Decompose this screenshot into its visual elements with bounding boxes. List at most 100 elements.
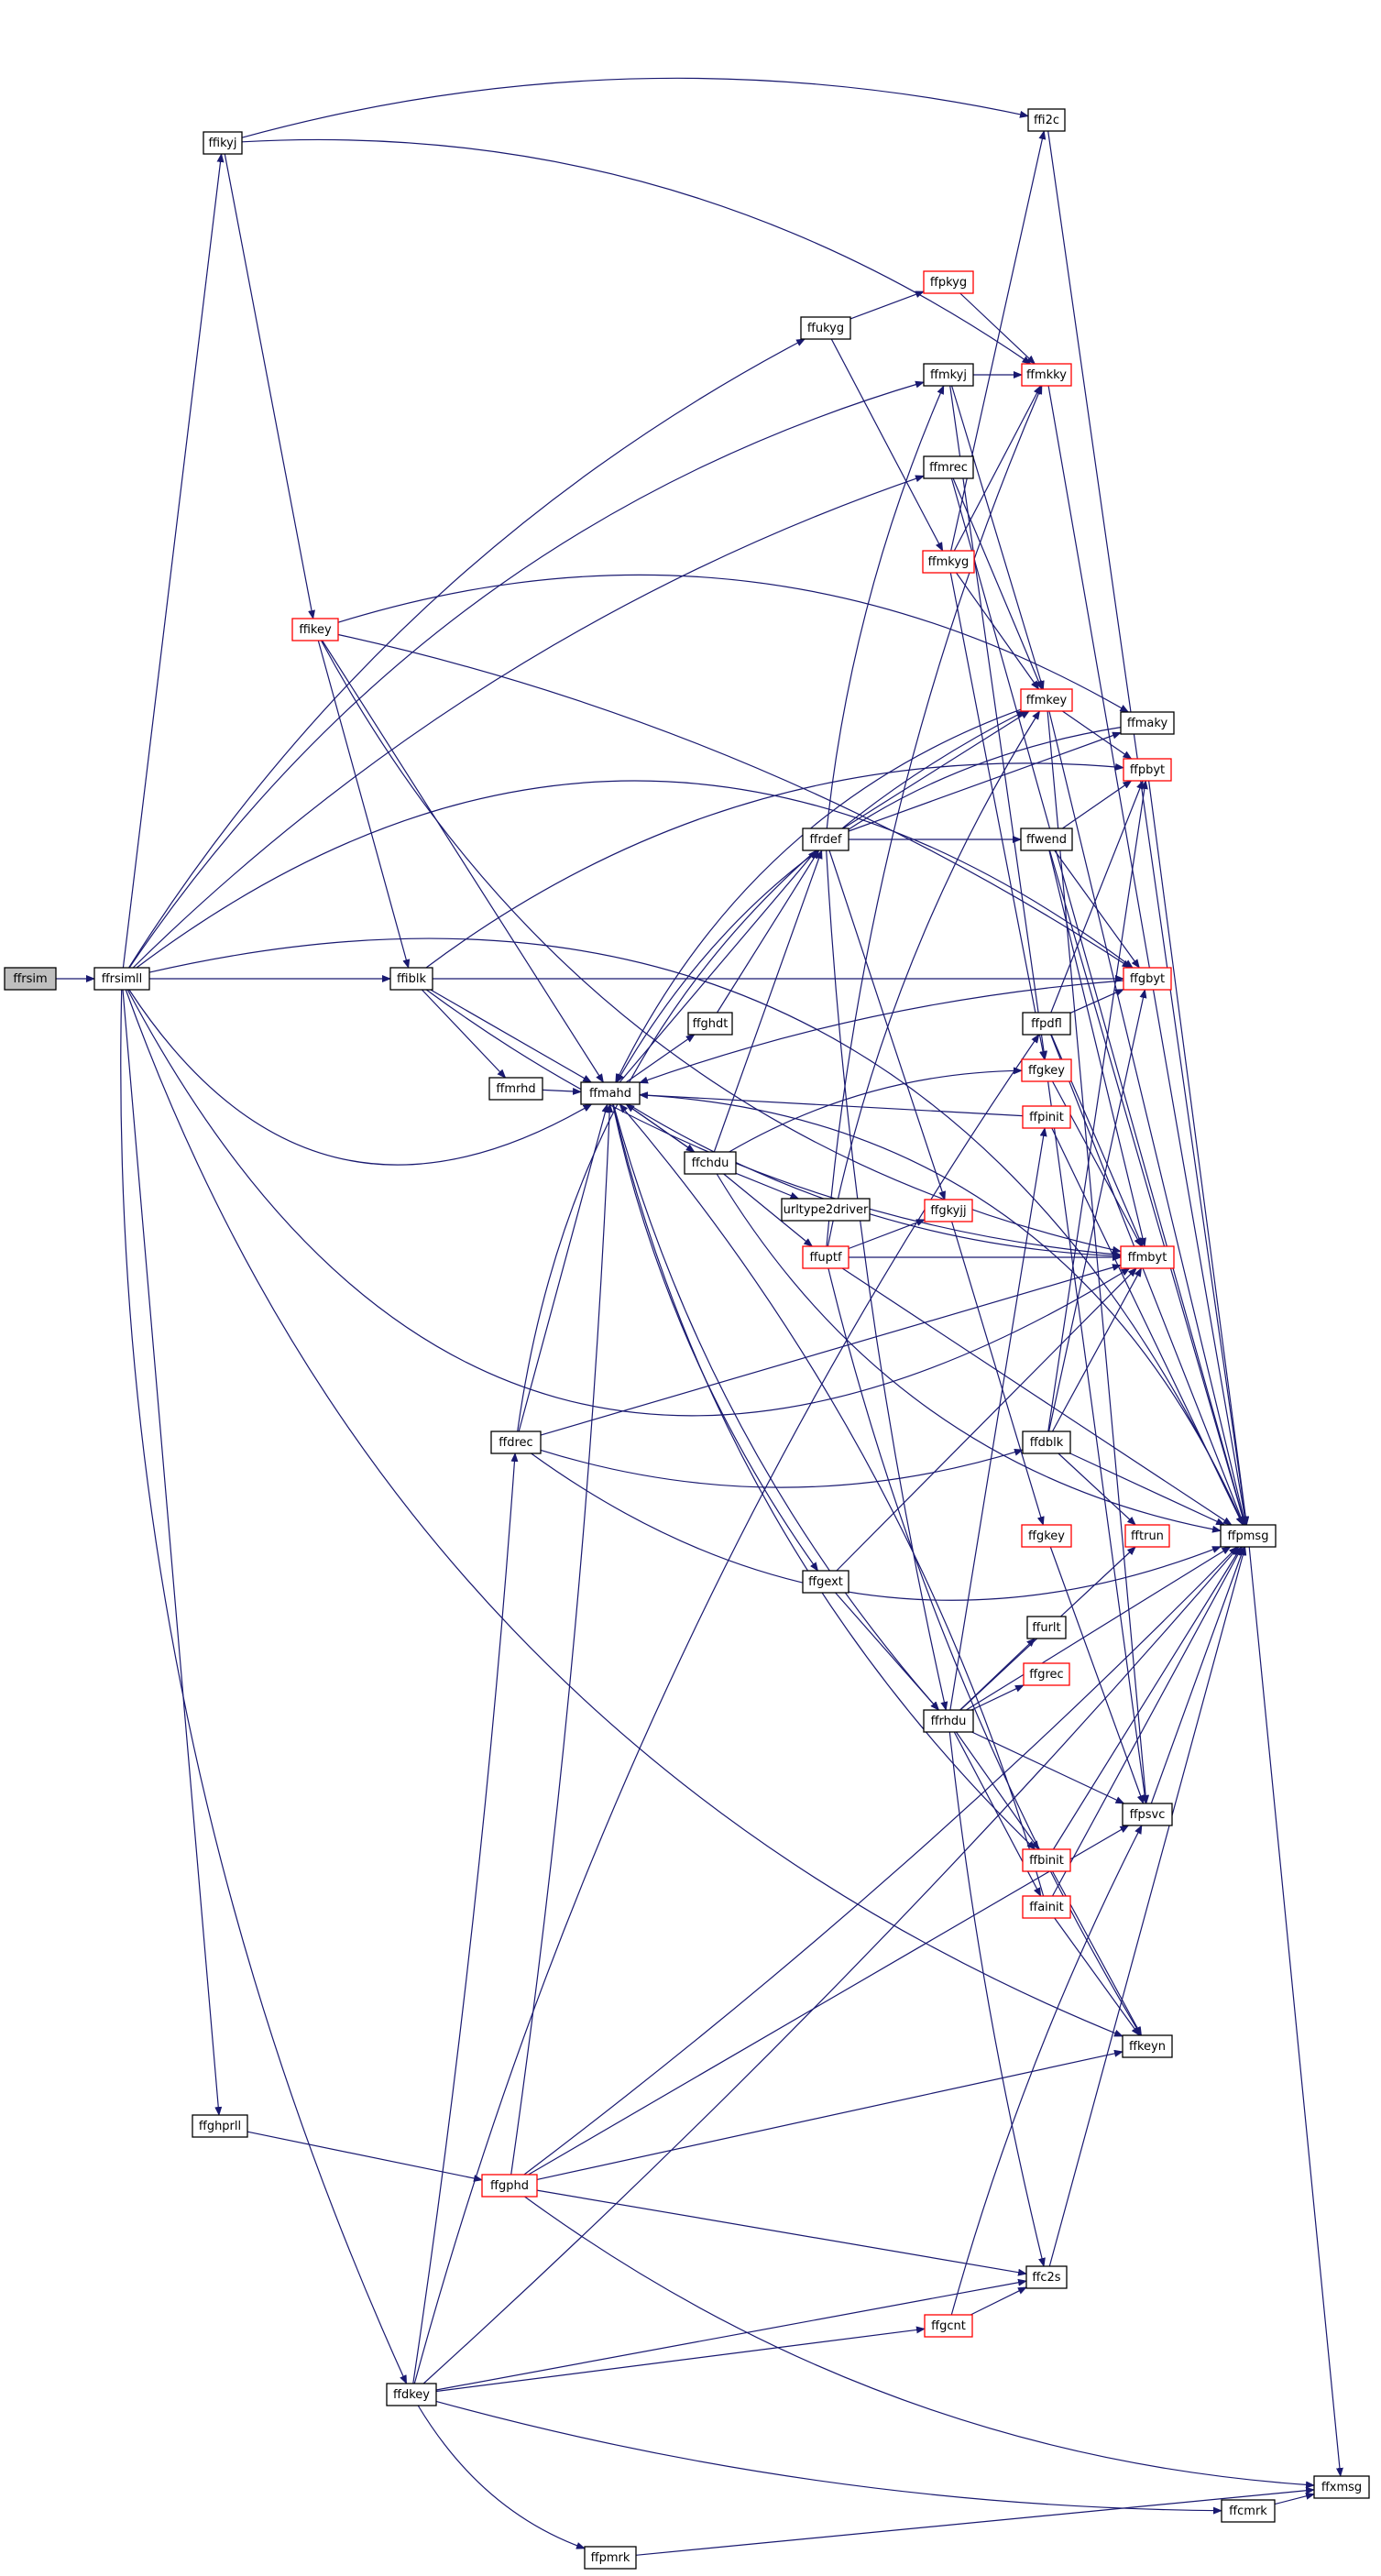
edge-ffrsimll-to-ffmkyj — [128, 380, 925, 969]
edge-ffdblk-to-ffpbyt — [1047, 780, 1148, 1432]
node-ffgrec[interactable]: ffgrec — [1023, 1662, 1070, 1686]
node-ffchdu[interactable]: ffchdu — [684, 1151, 737, 1175]
node-ffdkey[interactable]: ffdkey — [386, 2383, 437, 2406]
node-ffmbyt[interactable]: ffmbyt — [1120, 1245, 1175, 1269]
node-ffdrec[interactable]: ffdrec — [490, 1431, 542, 1454]
edge-ffrdef-to-ffgkyjj — [828, 850, 946, 1200]
node-ffikey[interactable]: ffikey — [291, 618, 339, 641]
node-label: ffgcnt — [931, 2319, 966, 2333]
edge-ffpmsg-to-ffxmsg — [1248, 1546, 1343, 2477]
node-ffgcnt[interactable]: ffgcnt — [924, 2314, 973, 2338]
node-ffgphd[interactable]: ffgphd — [481, 2174, 538, 2198]
edge-ffrsimll-to-ffikyj — [122, 153, 225, 969]
node-box — [922, 550, 975, 574]
node-ffainit[interactable]: ffainit — [1022, 1895, 1071, 1919]
node-ffwend[interactable]: ffwend — [1020, 828, 1073, 851]
node-ffgkey-a[interactable]: ffgkey — [1021, 1058, 1072, 1082]
edge-ffrdef-to-ffmkyj — [826, 385, 945, 829]
node-ffikyj[interactable]: ffikyj — [203, 131, 243, 155]
node-ffxmsg[interactable]: ffxmsg — [1313, 2475, 1370, 2499]
node-box — [1020, 828, 1073, 851]
edge-ffgphd-to-ffc2s — [536, 2189, 1027, 2276]
node-ffpsvc[interactable]: ffpsvc — [1122, 1803, 1173, 1826]
node-box — [1022, 1012, 1071, 1036]
node-ffukyg[interactable]: ffukyg — [800, 316, 851, 340]
edge-ffgext-to-ffmbyt — [836, 1267, 1137, 1572]
edge-ffrsimll-to-ffgbyt — [136, 780, 1134, 969]
edge-ffgkey_a-to-ffmbyt — [1051, 1080, 1143, 1247]
node-urltype2driver[interactable]: urltype2driver — [781, 1198, 871, 1222]
edge-ffmkey-to-ffpsvc — [1047, 710, 1150, 1804]
edge-ffchdu-to-ffgkey_a — [729, 1067, 1023, 1153]
edge-ffrsimll-to-ffmrec — [132, 475, 925, 969]
node-ffgkey-b[interactable]: ffgkey — [1021, 1524, 1072, 1548]
node-ffmahd[interactable]: ffmahd — [580, 1081, 641, 1105]
node-ffmkky[interactable]: ffmkky — [1021, 363, 1072, 387]
node-ffkeyn[interactable]: ffkeyn — [1122, 2034, 1173, 2058]
edge-ffmahd-to-ffpmsg — [639, 1094, 1244, 1526]
edge-ffikyj-to-ffi2c — [241, 77, 1029, 138]
node-box — [488, 1077, 543, 1101]
node-ffmrec[interactable]: ffmrec — [923, 455, 974, 479]
node-box — [389, 967, 433, 991]
node-fftrun[interactable]: fftrun — [1124, 1524, 1170, 1548]
node-label: ffxmsg — [1321, 2481, 1362, 2494]
node-ffpmrk[interactable]: ffpmrk — [584, 2546, 637, 2570]
node-label: ffmbyt — [1128, 1251, 1167, 1265]
node-ffrsim[interactable]: ffrsim — [4, 967, 57, 991]
node-ffpmsg[interactable]: ffpmsg — [1220, 1524, 1277, 1548]
node-ffpbyt[interactable]: ffpbyt — [1123, 758, 1172, 782]
node-ffuptf[interactable]: ffuptf — [802, 1245, 849, 1269]
edge-ffmahd-to-ffrhdu — [612, 1103, 940, 1711]
node-ffdblk[interactable]: ffdblk — [1022, 1431, 1071, 1454]
node-ffgkyjj[interactable]: ffgkyjj — [924, 1199, 973, 1222]
edge-ffikyj-to-ffmkky — [241, 138, 1032, 365]
edge-ffrdef-to-ffmaky — [848, 731, 1122, 832]
node-ffpinit[interactable]: ffpinit — [1022, 1105, 1071, 1129]
edge-ffchdu-to-ffpmsg — [716, 1173, 1222, 1533]
node-ffrsimll[interactable]: ffrsimll — [93, 967, 150, 991]
node-ffiblk[interactable]: ffiblk — [389, 967, 433, 991]
node-box — [1026, 1616, 1067, 1639]
edge-ffwend-to-ffmbyt — [1048, 850, 1146, 1247]
edge-ffchdu-to-urltype2driver — [735, 1172, 800, 1200]
edge-ffpbyt-to-ffpmsg — [1148, 780, 1250, 1526]
node-ffmkyg[interactable]: ffmkyg — [922, 550, 975, 574]
node-ffurlt[interactable]: ffurlt — [1026, 1616, 1067, 1639]
node-ffrdef[interactable]: ffrdef — [802, 828, 849, 851]
node-ffghdt[interactable]: ffghdt — [687, 1012, 733, 1036]
edge-ffmkey-to-ffpmsg — [1048, 710, 1247, 1526]
edge-ffpdfl-to-ffpbyt — [1050, 780, 1144, 1014]
node-box — [924, 1199, 973, 1222]
node-ffmkey[interactable]: ffmkey — [1020, 688, 1073, 712]
node-label: ffgphd — [490, 2179, 529, 2193]
node-ffrhdu[interactable]: ffrhdu — [923, 1709, 974, 1733]
node-ffcmrk[interactable]: ffcmrk — [1221, 2499, 1276, 2523]
node-ffmkyj[interactable]: ffmkyj — [923, 363, 974, 387]
node-box — [1120, 1245, 1175, 1269]
node-ffmrhd[interactable]: ffmrhd — [488, 1077, 543, 1101]
node-ffpkyg[interactable]: ffpkyg — [923, 270, 974, 294]
node-box — [1122, 1803, 1173, 1826]
node-ffpdfl[interactable]: ffpdfl — [1022, 1012, 1071, 1036]
node-label: ffurlt — [1032, 1621, 1060, 1635]
node-label: ffrhdu — [931, 1715, 967, 1728]
node-ffghprll[interactable]: ffghprll — [192, 2114, 248, 2138]
edge-ffc2s-to-ffpmsg — [1048, 1546, 1247, 2267]
node-label: ffrsimll — [102, 972, 143, 986]
node-ffbinit[interactable]: ffbinit — [1022, 1848, 1071, 1872]
node-label: ffmkyj — [930, 368, 967, 382]
node-box — [1313, 2475, 1370, 2499]
node-ffc2s[interactable]: ffc2s — [1025, 2265, 1068, 2289]
node-box — [687, 1012, 733, 1036]
edge-ffmrec-to-ffpmsg — [950, 477, 1247, 1526]
node-ffgbyt[interactable]: ffgbyt — [1123, 967, 1172, 991]
node-ffmaky[interactable]: ffmaky — [1120, 711, 1175, 735]
edge-ffikyj-to-ffikey — [224, 153, 315, 619]
edge-ffukyg-to-ffmkyg — [830, 338, 944, 552]
edge-ffrsimll-to-ffdkey — [120, 989, 408, 2384]
node-label: ffdrec — [499, 1436, 532, 1450]
edge-ffrsimll-to-ffghprll — [122, 989, 223, 2116]
node-ffgext[interactable]: ffgext — [802, 1570, 849, 1594]
node-ffi2c[interactable]: ffi2c — [1027, 108, 1066, 132]
